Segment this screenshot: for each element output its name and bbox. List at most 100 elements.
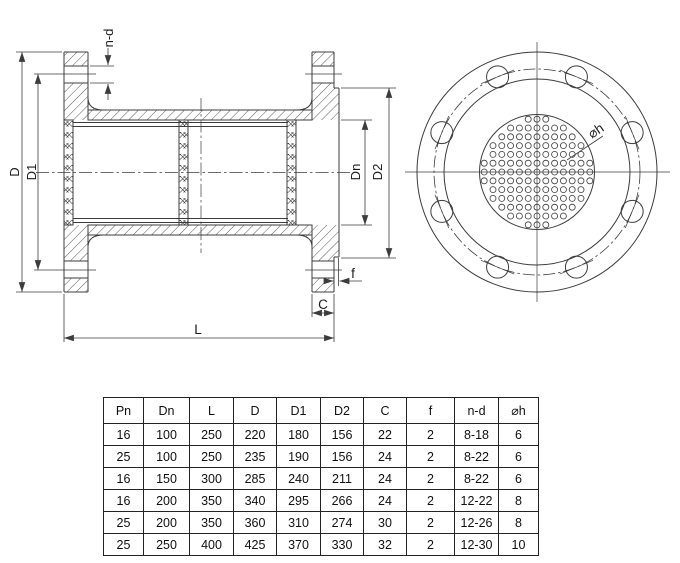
dim-label-D: D: [7, 167, 22, 176]
perforation-hole: [551, 168, 558, 176]
header-cell: D2: [320, 397, 364, 424]
perforation-hole: [516, 203, 523, 211]
perforation-hole: [586, 168, 594, 176]
section-outline: [63, 51, 340, 293]
bolt-hole-centermark: [434, 115, 450, 150]
table-cell: 8: [498, 511, 539, 534]
bolt-circle: [433, 68, 641, 276]
perforation-hole: [533, 221, 541, 229]
table-cell: 340: [233, 489, 277, 512]
table-cell: 200: [143, 511, 190, 534]
centerlines: [36, 98, 352, 253]
table-cell: 2: [406, 489, 455, 512]
perforation-hole: [498, 194, 506, 202]
table-cell: 310: [276, 511, 321, 534]
bolt-hole-centermark: [480, 69, 515, 85]
table-cell: 12-26: [454, 511, 499, 534]
bolt-hole: [430, 121, 454, 145]
perforation-hole: [498, 186, 506, 194]
perforation-hole: [507, 186, 515, 194]
table-cell: 274: [320, 511, 364, 534]
header-cell: n-d: [454, 397, 499, 424]
table-cell: 220: [233, 423, 277, 446]
perforation-hole: [524, 142, 532, 150]
perforation-hole: [533, 150, 541, 158]
perforation-hole: [516, 133, 523, 141]
header-cell: C: [363, 397, 407, 424]
perforation-hole: [560, 159, 567, 167]
perforation-holes: [480, 115, 594, 229]
table-cell: 266: [320, 489, 364, 512]
table-cell: 295: [276, 489, 321, 512]
bolt-hole-centermark: [559, 69, 594, 85]
perforation-hole: [551, 194, 558, 202]
perforation-hole: [516, 168, 523, 176]
bolt-hole-centermark: [624, 115, 640, 150]
table-cell: 240: [276, 467, 321, 490]
table-cell: 16: [103, 467, 144, 490]
perforation-hole: [489, 142, 497, 150]
bolt-hole: [620, 199, 644, 223]
table-cell: 12-30: [454, 533, 499, 556]
header-cell: Dn: [143, 397, 190, 424]
perforation-hole: [524, 186, 532, 194]
perforation-hole: [524, 133, 532, 141]
perforation-hole: [533, 124, 541, 132]
perforation-hole: [533, 133, 541, 141]
table-cell: 200: [143, 489, 190, 512]
perforation-hole: [489, 168, 497, 176]
bolt-holes: [430, 65, 644, 279]
perforation-hole: [524, 150, 532, 158]
table-cell: 425: [233, 533, 277, 556]
perforation-hole: [516, 124, 523, 132]
table-cell: 300: [189, 467, 234, 490]
perforation-hole: [542, 142, 550, 150]
table-cell: 16: [103, 489, 144, 512]
perforation-hole: [542, 177, 550, 185]
perforation-hole: [524, 203, 532, 211]
perforation-hole: [489, 159, 497, 167]
perforation-hole: [524, 159, 532, 167]
perforation-hole: [498, 177, 506, 185]
perforation-hole: [507, 194, 515, 202]
table-cell: 30: [363, 511, 407, 534]
header-cell: Pn: [103, 397, 144, 424]
perforation-hole: [489, 186, 497, 194]
perforation-hole: [516, 159, 523, 167]
perforation-hole: [551, 133, 558, 141]
perforation-hole: [542, 150, 550, 158]
table-cell: 6: [498, 423, 539, 446]
perforation-hole: [568, 159, 576, 167]
perforation-hole: [498, 133, 506, 141]
perforation-hole: [507, 133, 515, 141]
perforation-hole: [524, 124, 532, 132]
front-view: ⌀h: [405, 42, 670, 302]
perforation-hole: [560, 194, 567, 202]
perforation-hole: [568, 186, 576, 194]
table-cell: 235: [233, 445, 277, 468]
table-cell: 16: [103, 423, 144, 446]
perforation-hole: [533, 159, 541, 167]
bolt-hole: [564, 255, 588, 279]
perforation-hole: [533, 168, 541, 176]
perforation-hole: [577, 159, 585, 167]
perforation-hole: [507, 168, 515, 176]
table-cell: 156: [320, 445, 364, 468]
perforation-hole: [586, 177, 594, 185]
header-cell: D: [233, 397, 277, 424]
table-cell: 190: [276, 445, 321, 468]
table-cell: 8: [498, 489, 539, 512]
perforation-hole: [516, 150, 523, 158]
perforation-hole: [498, 168, 506, 176]
table-cell: 8-22: [454, 445, 499, 468]
table-cell: 285: [233, 467, 277, 490]
table-cell: 250: [189, 445, 234, 468]
table-cell: 100: [143, 445, 190, 468]
